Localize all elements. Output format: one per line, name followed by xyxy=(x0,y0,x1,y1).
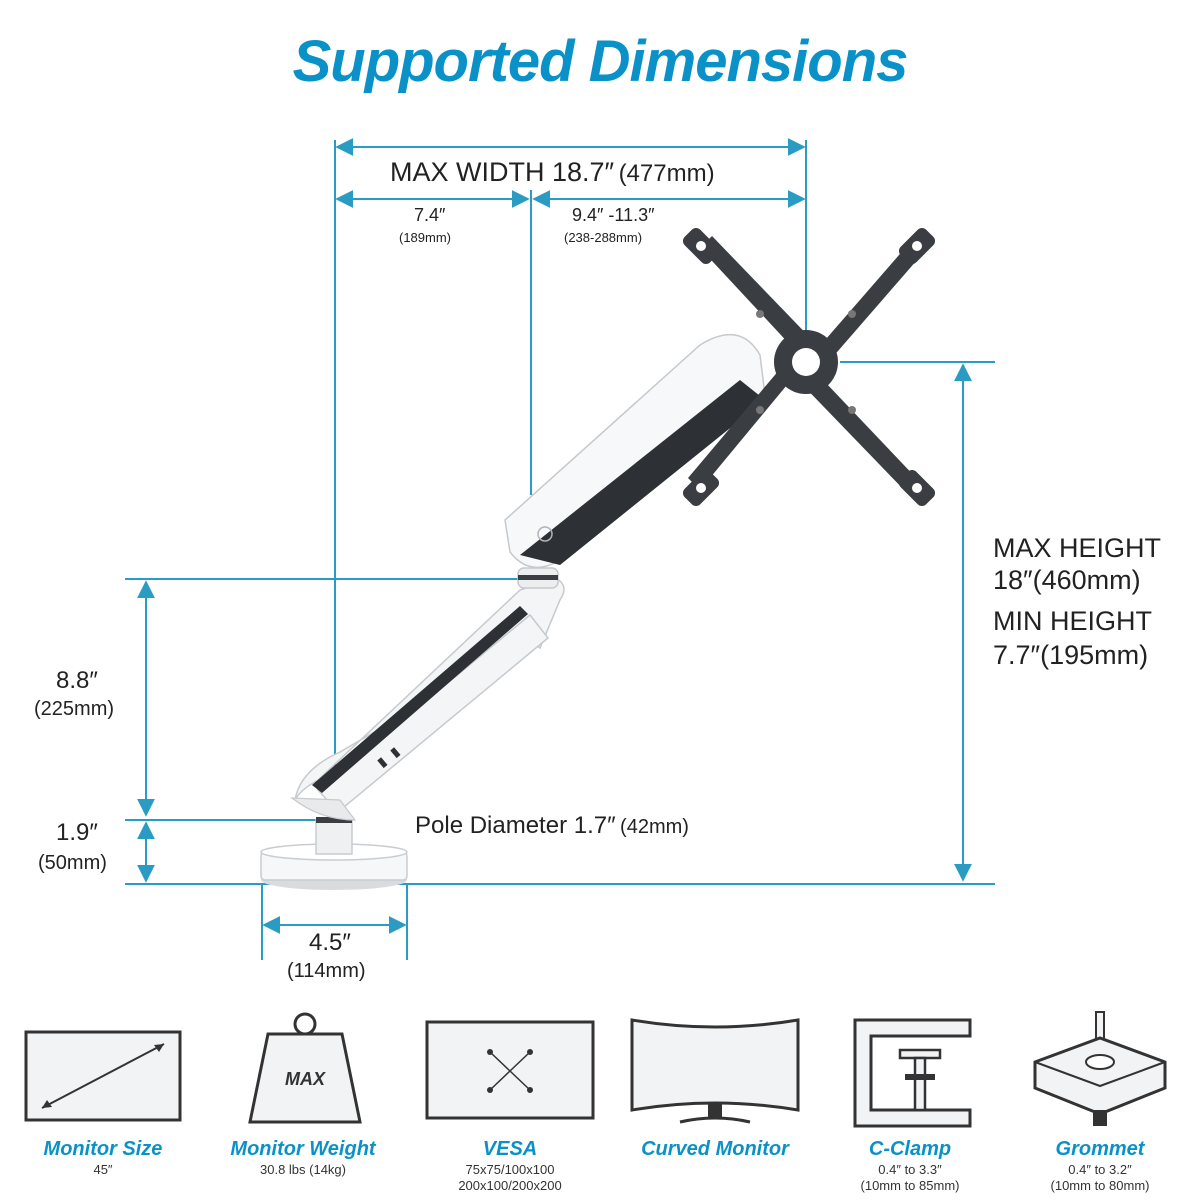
feature-row: Monitor Size 45″ MAX Monitor Weight 30.8… xyxy=(0,1000,1200,1200)
feature-name: Monitor Size xyxy=(43,1138,163,1160)
feature-value: 45″ xyxy=(93,1162,113,1177)
elbow-joint xyxy=(517,567,559,589)
feature-c-clamp: C-Clamp 0.4″ to 3.3″ (10mm to 85mm) xyxy=(815,1000,1005,1200)
min-height-label: MIN HEIGHT xyxy=(993,606,1152,636)
c-clamp-icon xyxy=(853,1018,972,1128)
arm-height-mm-label: (225mm) xyxy=(34,698,115,720)
feature-name: Monitor Weight xyxy=(230,1138,376,1160)
feature-name: VESA xyxy=(482,1138,538,1160)
arm-base xyxy=(260,817,408,890)
seg2-mm-label: (238-288mm) xyxy=(564,230,643,245)
max-width-label: MAX WIDTH 18.7″ (477mm) xyxy=(390,157,715,187)
feature-name: Curved Monitor xyxy=(641,1138,789,1160)
feature-monitor-weight: MAX Monitor Weight 30.8 lbs (14kg) xyxy=(208,1000,398,1200)
weight-icon: MAX xyxy=(248,1012,362,1124)
seg2-label: 9.4″ -11.3″ xyxy=(572,205,655,225)
vesa-icon xyxy=(425,1020,595,1120)
feature-value: 0.4″ to 3.2″ (10mm to 80mm) xyxy=(1050,1162,1150,1193)
feature-value: 30.8 lbs (14kg) xyxy=(260,1162,346,1177)
page-title: Supported Dimensions xyxy=(292,29,909,94)
seg1-label: 7.4″ xyxy=(414,205,446,225)
grommet-icon xyxy=(1033,1011,1167,1126)
max-height-value: 18″(460mm) xyxy=(993,565,1141,595)
feature-name: Grommet xyxy=(1055,1138,1145,1160)
feature-grommet: Grommet 0.4″ to 3.2″ (10mm to 80mm) xyxy=(1005,1000,1195,1200)
feature-value: 0.4″ to 3.3″ (10mm to 85mm) xyxy=(860,1162,960,1193)
curved-monitor-icon xyxy=(630,1018,800,1124)
max-height-label: MAX HEIGHT xyxy=(993,533,1162,563)
min-height-value: 7.7″(195mm) xyxy=(993,640,1149,670)
monitor-size-icon xyxy=(24,1030,182,1122)
base-height-label: 1.9″ xyxy=(56,819,98,846)
base-width-mm-label: (114mm) xyxy=(287,960,366,982)
pole-diameter-label: Pole Diameter 1.7″ (42mm) xyxy=(415,812,689,839)
feature-curved-monitor: Curved Monitor xyxy=(620,1000,810,1200)
upper-arm xyxy=(504,333,766,569)
feature-vesa: VESA 75x75/100x100 200x100/200x200 xyxy=(415,1000,605,1200)
lower-arm xyxy=(290,577,565,821)
feature-value: 75x75/100x100 200x100/200x200 xyxy=(458,1162,562,1193)
base-width-label: 4.5″ xyxy=(309,929,351,956)
vesa-plate xyxy=(682,227,936,507)
base-height-mm-label: (50mm) xyxy=(38,852,107,874)
feature-name: C-Clamp xyxy=(868,1138,952,1160)
arm-height-label: 8.8″ xyxy=(56,667,98,694)
seg1-mm-label: (189mm) xyxy=(399,230,452,245)
max-text: MAX xyxy=(285,1069,326,1089)
feature-monitor-size: Monitor Size 45″ xyxy=(8,1000,198,1200)
monitor-arm-diagram xyxy=(125,138,995,960)
